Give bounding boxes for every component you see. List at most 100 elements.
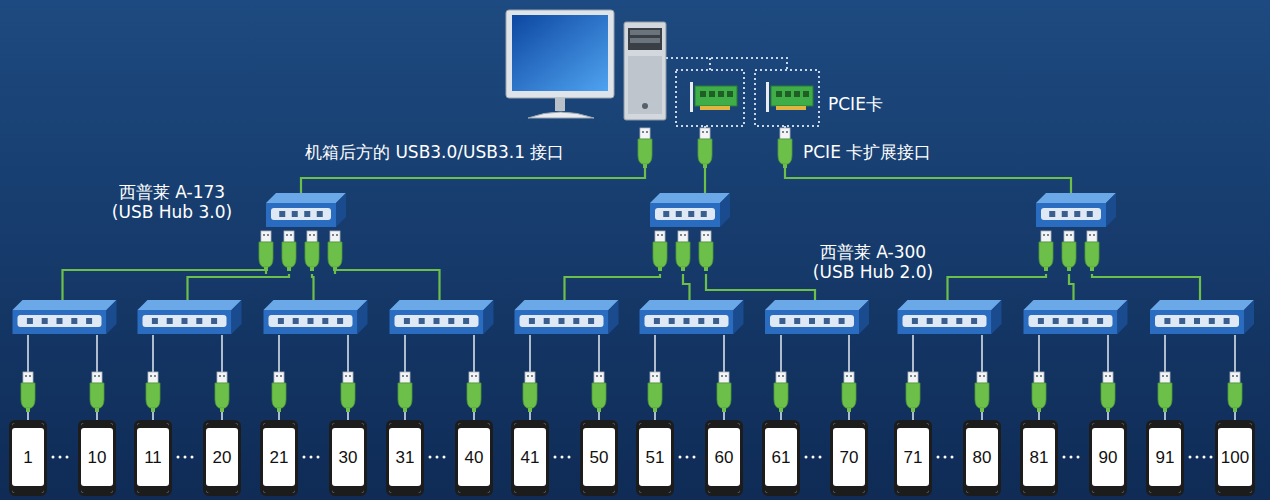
usb-plug (592, 372, 606, 412)
usb-plug (774, 372, 788, 412)
usb-hub (1024, 300, 1128, 334)
phone-number: 61 (772, 448, 791, 468)
phone-number: 11 (144, 448, 162, 468)
usb-plug (778, 128, 792, 168)
pcie-card (766, 82, 813, 112)
phone-number: 40 (465, 448, 484, 468)
phone-number: 50 (590, 448, 609, 468)
usb-hub (1150, 300, 1254, 334)
usb-plug (328, 231, 342, 271)
phone-cables (28, 335, 1235, 420)
phone: 81 (1020, 420, 1058, 496)
usb-plug (717, 372, 731, 412)
usb-hub (898, 300, 1002, 334)
usb-plug (523, 372, 537, 412)
usb-hub (765, 300, 869, 334)
phone-number: 70 (840, 448, 859, 468)
phone: 40 (455, 420, 493, 496)
usb-plug (215, 372, 229, 412)
phone-number: 10 (88, 448, 107, 468)
phone: 50 (580, 420, 618, 496)
usb-plug (975, 372, 989, 412)
phone: 1 (9, 420, 47, 496)
phone-number: 30 (339, 448, 358, 468)
usb-plug (648, 372, 662, 412)
phone: 51 (636, 420, 674, 496)
usb-plug (272, 372, 286, 412)
pcie-link (666, 58, 819, 130)
usb-plug (699, 231, 713, 271)
usb-hub (390, 300, 494, 334)
phone: 11 (134, 420, 172, 496)
phone-number: 71 (904, 448, 923, 468)
usb-plug (282, 231, 296, 271)
card-label: PCIE卡 (828, 94, 883, 114)
phone-number: 20 (213, 448, 232, 468)
phone: 100 (1215, 420, 1255, 496)
usb-plug (467, 372, 481, 412)
hub-label: 西普莱 A-173 (USB Hub 3.0) (108, 182, 236, 222)
phone-number: 100 (1221, 448, 1249, 468)
usb-hub (13, 300, 117, 334)
phone-number: 41 (521, 448, 540, 468)
usb-plug (1062, 231, 1076, 271)
usb-plug (90, 372, 104, 412)
usb-plug (146, 372, 160, 412)
phone: 20 (203, 420, 241, 496)
phone-number: 81 (1030, 448, 1049, 468)
hub-label: 西普莱 A-300 (USB Hub 2.0) (806, 242, 940, 282)
phone: 60 (705, 420, 743, 496)
phone-number: 60 (715, 448, 734, 468)
phone: 21 (260, 420, 298, 496)
usb-hub: 西普莱 A-173 (USB Hub 3.0) (108, 178, 348, 234)
phone-number: 31 (396, 448, 415, 468)
phone-number: 51 (646, 448, 665, 468)
phone: 70 (830, 420, 868, 496)
usb-plug (21, 372, 35, 412)
usb-hub (650, 193, 730, 227)
usb-hub (640, 300, 744, 334)
usb-cables (63, 168, 1201, 300)
usb-plug (1032, 372, 1046, 412)
phone-number: 90 (1099, 448, 1118, 468)
pcie-card (690, 82, 737, 112)
phone: 31 (386, 420, 424, 496)
usb-hub (264, 300, 368, 334)
usb-plug (1158, 372, 1172, 412)
phone-number: 91 (1156, 448, 1175, 468)
usb-plug (1101, 372, 1115, 412)
usb-hub (266, 193, 346, 227)
usb-plug (259, 231, 273, 271)
usb-plug (638, 128, 652, 168)
phone: 30 (329, 420, 367, 496)
usb-plug (1039, 231, 1053, 271)
usb-plug (906, 372, 920, 412)
phone: 91 (1146, 420, 1184, 496)
computer (506, 10, 666, 120)
usb-plug (305, 231, 319, 271)
port-label: PCIE 卡扩展接口 (803, 142, 931, 162)
phone-number: 21 (270, 448, 289, 468)
phone: 41 (511, 420, 549, 496)
phone: 80 (963, 420, 1001, 496)
phone: 10 (78, 420, 116, 496)
usb-plug (842, 372, 856, 412)
phone: 71 (894, 420, 932, 496)
phone: 90 (1089, 420, 1127, 496)
usb-plug (676, 231, 690, 271)
port-label: 机箱后方的 USB3.0/USB3.1 接口 (305, 142, 564, 162)
phone-number: 1 (23, 448, 32, 468)
phone: 61 (762, 420, 800, 496)
usb-plug (341, 372, 355, 412)
usb-plug (698, 128, 712, 168)
phone-number: 80 (973, 448, 992, 468)
usb-plug (1085, 231, 1099, 271)
usb-plug (653, 231, 667, 271)
usb-hub (1036, 193, 1116, 227)
usb-plug (398, 372, 412, 412)
usb-plug (1228, 372, 1242, 412)
usb-hub (138, 300, 242, 334)
usb-hub (515, 300, 619, 334)
